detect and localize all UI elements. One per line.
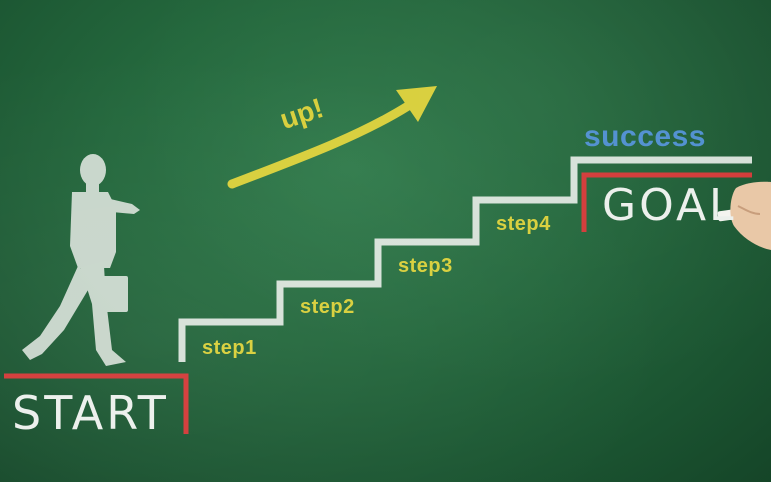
hand-with-chalk-icon [717,181,771,250]
step1-label: step1 [202,337,257,359]
upward-arrow-icon [227,86,437,189]
step3-label: step3 [398,255,453,277]
success-label: success [584,120,706,153]
staircase [178,156,752,362]
goal-label: GOAL [602,180,737,231]
step2-label: step2 [300,296,355,318]
start-label: START [12,386,169,440]
start-platform-line [4,373,189,434]
walking-businessman-icon [22,154,140,366]
step4-label: step4 [496,213,551,235]
goal-platform-line [581,172,752,232]
